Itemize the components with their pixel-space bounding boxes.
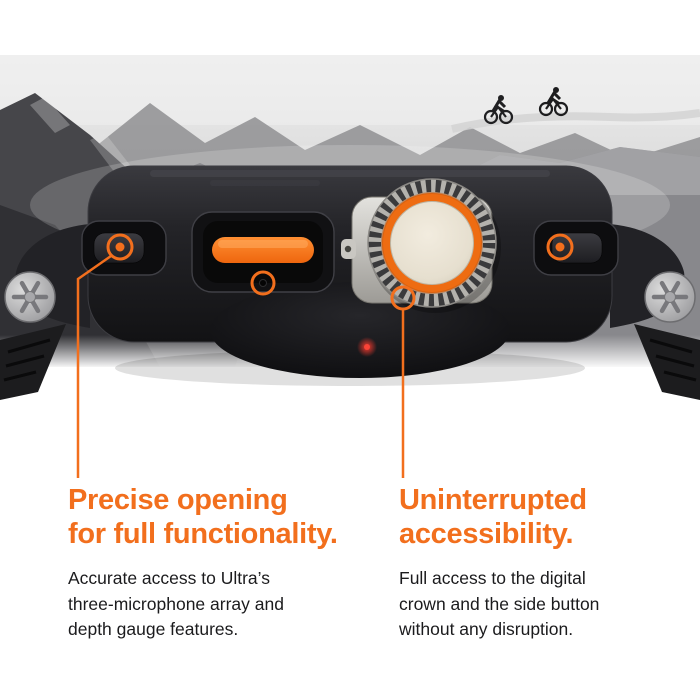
cyclist-icon	[483, 95, 514, 125]
right-side-button-marker	[546, 233, 574, 261]
left-annotation-heading: Precise opening for full functionality.	[68, 484, 338, 551]
digital-crown	[367, 178, 501, 313]
right-screw-icon	[644, 271, 696, 323]
depth-gauge-hole	[259, 279, 267, 287]
right-annotation-heading: Uninterrupted accessibility.	[399, 484, 587, 551]
left-strap	[0, 324, 66, 400]
left-annotation-body: Accurate access to Ultra’s three-microph…	[68, 568, 284, 640]
right-annotation-body: Full access to the digital crown and the…	[399, 568, 600, 640]
microphone-opening	[191, 211, 335, 293]
snow-patch	[30, 97, 70, 133]
cyclist-icon	[538, 87, 569, 117]
right-annotation: Uninterrupted accessibility. Full access…	[399, 483, 684, 643]
snow-patch	[90, 133, 130, 173]
left-annotation: Precise opening for full functionality. …	[68, 483, 388, 643]
right-side-button	[533, 220, 619, 276]
left-screw-icon	[4, 271, 56, 323]
microphone-opening-marker	[250, 270, 276, 296]
case-top-vent	[210, 180, 320, 186]
sensor-red-core	[364, 344, 370, 350]
left-callout-line	[76, 254, 112, 478]
crown-face	[390, 201, 474, 285]
right-strap	[634, 324, 700, 400]
left-side-button-marker	[106, 233, 134, 261]
case-top-rim	[150, 170, 550, 177]
